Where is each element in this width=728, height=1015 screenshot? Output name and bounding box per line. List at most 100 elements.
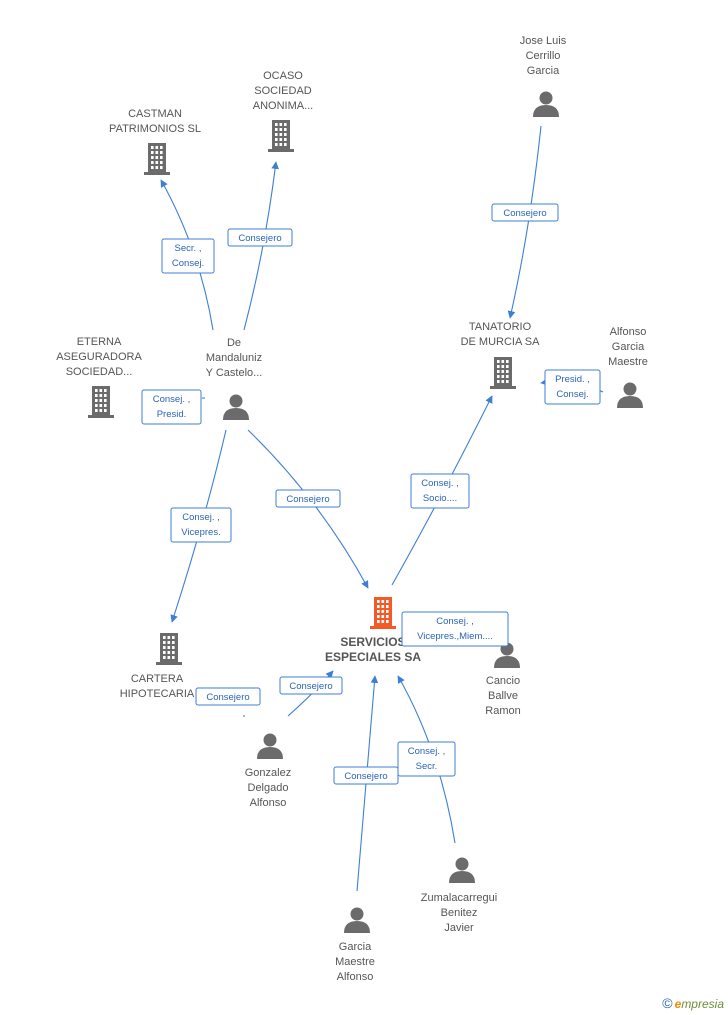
edge-label-text: Consejero xyxy=(344,771,387,782)
node-label-line: ETERNA xyxy=(77,336,122,348)
node-label-line: Jose Luis xyxy=(520,35,567,47)
company-icon xyxy=(156,633,182,665)
edge-label-e4[interactable]: Consej. , Presid. xyxy=(141,389,202,425)
edge-label-e10[interactable]: Consejero xyxy=(195,687,261,706)
edge-label-e5[interactable]: Presid. , Consej. xyxy=(544,369,601,405)
edge-label-text: Vicepres.,Miem.... xyxy=(417,631,493,642)
node-eterna[interactable]: ETERNA ASEGURADORA SOCIEDAD... xyxy=(56,336,142,418)
node-label-line: TANATORIO xyxy=(469,321,532,333)
edge-label-text: Presid. , xyxy=(555,374,590,385)
empresia-logo[interactable]: ©empresia xyxy=(662,995,724,1011)
edge-label-text: Consej. xyxy=(172,258,204,269)
edge-label-text: Consej. , xyxy=(408,746,446,757)
node-label-line: Benitez xyxy=(441,907,478,919)
edge-label-text: Consejero xyxy=(289,681,332,692)
edge-label-e12[interactable]: Consejero xyxy=(333,766,399,785)
node-label-line: CASTMAN xyxy=(128,108,182,120)
edge-label-text: Vicepres. xyxy=(181,527,220,538)
node-label-line: Garcia xyxy=(527,65,560,77)
node-label-line: Cerrillo xyxy=(526,50,561,62)
edge-label-text: Consej. , xyxy=(436,616,474,627)
company-icon xyxy=(144,143,170,175)
node-label-line: ESPECIALES SA xyxy=(325,650,421,664)
edge-label-text: Consej. , xyxy=(421,478,459,489)
node-label-line: Alfonso xyxy=(610,326,647,338)
node-label-line: Garcia xyxy=(612,341,645,353)
node-label-line: Mandaluniz xyxy=(206,352,262,364)
company-icon xyxy=(268,120,294,152)
node-label-line: Ramon xyxy=(485,705,520,717)
copyright-icon: © xyxy=(662,995,673,1011)
node-label-line: Maestre xyxy=(608,356,648,368)
node-label-line: ANONIMA... xyxy=(253,100,314,112)
edge-label-e6[interactable]: Consejero xyxy=(275,489,341,508)
edge-label-text: Consej. , xyxy=(153,394,191,405)
person-icon xyxy=(257,733,283,759)
person-icon xyxy=(533,91,559,117)
node-label-line: Ballve xyxy=(488,690,518,702)
edge-demand-to-servicios xyxy=(247,429,369,589)
node-label-line: Zumalacarregui xyxy=(421,892,497,904)
node-label-line: Garcia xyxy=(339,941,372,953)
node-label-line: ASEGURADORA xyxy=(56,351,142,363)
node-label-line: Delgado xyxy=(248,782,289,794)
edge-label-text: Secr. , xyxy=(175,243,202,254)
person-icon xyxy=(344,907,370,933)
edge-label-text: Consejero xyxy=(286,494,329,505)
node-label-line: HIPOTECARIA xyxy=(120,688,195,700)
edge-label-text: Consejero xyxy=(238,233,281,244)
edge-label-text: Consejero xyxy=(206,692,249,703)
edge-jose-to-tanatorio xyxy=(507,125,542,319)
node-ocaso[interactable]: OCASO SOCIEDAD ANONIMA... xyxy=(253,70,314,152)
edge-label-e8[interactable]: Consej. , Vicepres. xyxy=(170,507,232,543)
edge-label-e1[interactable]: Secr. , Consej. xyxy=(161,238,215,274)
node-tanatorio[interactable]: TANATORIO DE MURCIA SA xyxy=(461,321,541,389)
edge-label-text: Secr. xyxy=(416,761,438,772)
node-label-line: Alfonso xyxy=(250,797,287,809)
main-company-icon xyxy=(370,597,396,629)
node-label-line: Gonzalez xyxy=(245,767,291,779)
node-castman[interactable]: CASTMAN PATRIMONIOS SL xyxy=(109,108,201,175)
person-icon xyxy=(449,857,475,883)
edge-label-text: Presid. xyxy=(157,409,187,420)
person-icon xyxy=(223,394,249,420)
edge-label-text: Consej. , xyxy=(182,512,220,523)
node-label-line: SOCIEDAD... xyxy=(66,366,133,378)
edge-label-text: Consej. xyxy=(556,389,588,400)
node-label-line: DE MURCIA SA xyxy=(461,336,541,348)
node-label-line: Cancio xyxy=(486,675,520,687)
edge-label-e11[interactable]: Consejero xyxy=(279,676,343,695)
node-label-line: CARTERA xyxy=(131,673,184,685)
node-label-line: De xyxy=(227,337,241,349)
node-label-line: SERVICIOS xyxy=(340,635,405,649)
edge-label-e2[interactable]: Consejero xyxy=(227,228,293,247)
company-icon xyxy=(490,357,516,389)
edge-label-text: Socio.... xyxy=(423,493,457,504)
edge-label-e3[interactable]: Consejero xyxy=(491,203,559,222)
node-label-line: Y Castelo... xyxy=(206,367,263,379)
edge-label-e13[interactable]: Consej. , Secr. xyxy=(397,741,456,777)
node-label-line: Alfonso xyxy=(337,971,374,983)
edge-label-e7[interactable]: Consej. , Socio.... xyxy=(410,473,470,509)
edge-label-e9[interactable]: Consej. , Vicepres.,Miem.... xyxy=(401,611,509,647)
company-icon xyxy=(88,386,114,418)
person-icon xyxy=(617,382,643,408)
node-label-line: OCASO xyxy=(263,70,303,82)
node-label-line: SOCIEDAD xyxy=(254,85,312,97)
edge-garcia-to-servicios xyxy=(356,675,379,892)
edge-demand-to-ocaso xyxy=(243,161,279,331)
node-label-line: Javier xyxy=(444,922,474,934)
node-cartera[interactable]: CARTERA HIPOTECARIA xyxy=(120,633,195,700)
node-label-line: PATRIMONIOS SL xyxy=(109,123,201,135)
node-label-line: Maestre xyxy=(335,956,375,968)
edge-label-text: Consejero xyxy=(503,208,546,219)
